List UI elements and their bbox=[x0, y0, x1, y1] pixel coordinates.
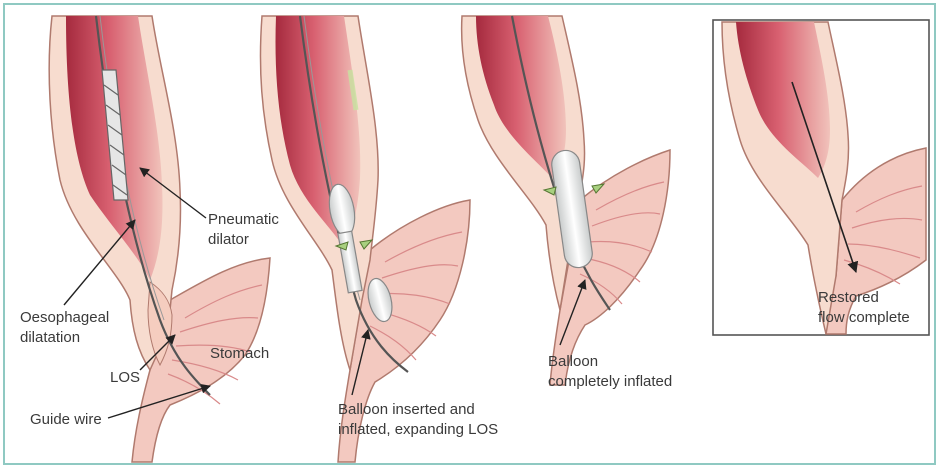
label-stomach: Stomach bbox=[210, 344, 269, 363]
label-stomach-text: Stomach bbox=[210, 345, 269, 362]
label-balloon-inserted-text: Balloon inserted and inflated, expanding… bbox=[338, 401, 498, 438]
label-oesophageal-dilatation: Oesophageal dilatation bbox=[20, 308, 109, 348]
label-balloon-completely-inflated: Balloon completely inflated bbox=[548, 352, 672, 392]
label-restored-flow: Restored flow complete bbox=[818, 288, 910, 328]
label-oesophageal-dilatation-text: Oesophageal dilatation bbox=[20, 309, 109, 346]
label-pneumatic-dilator-text: Pneumatic dilator bbox=[208, 211, 279, 248]
label-guide-wire: Guide wire bbox=[30, 410, 102, 429]
label-los: LOS bbox=[110, 368, 140, 387]
label-pneumatic-dilator: Pneumatic dilator bbox=[208, 210, 279, 250]
label-balloon-completely-inflated-text: Balloon completely inflated bbox=[548, 353, 672, 390]
label-guide-wire-text: Guide wire bbox=[30, 411, 102, 428]
label-restored-flow-text: Restored flow complete bbox=[818, 289, 910, 326]
label-los-text: LOS bbox=[110, 369, 140, 386]
label-balloon-inserted: Balloon inserted and inflated, expanding… bbox=[338, 400, 498, 440]
